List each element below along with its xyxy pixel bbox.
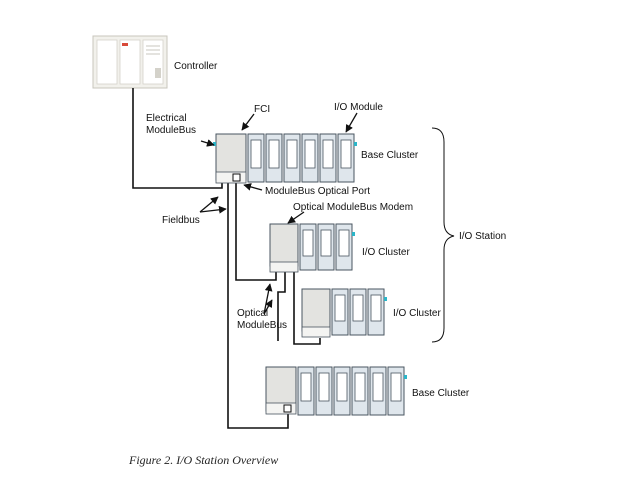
base-cluster-bottom [265, 366, 407, 416]
io-cluster-1 [269, 223, 355, 273]
io-station-label: I/O Station [459, 231, 506, 242]
io-cluster-2-label: I/O Cluster [393, 308, 441, 319]
fieldbus-label: Fieldbus [162, 215, 200, 226]
electrical-modulebus-label-2: ModuleBus [146, 125, 196, 136]
electrical-modulebus-label-1: Electrical [146, 113, 187, 124]
base-cluster-top-label: Base Cluster [361, 150, 419, 161]
io-cluster-2 [301, 288, 387, 338]
optical-link-b [293, 268, 321, 345]
io-station-brace [431, 127, 455, 343]
optical-modulebus-cable-1 [235, 181, 277, 281]
controller-label: Controller [174, 61, 218, 72]
optical-modulebus-label-1: Optical [237, 308, 268, 319]
controller-device [92, 35, 168, 89]
io-cluster-1-label: I/O Cluster [362, 247, 410, 258]
optical-modulebus-label-2: ModuleBus [237, 320, 287, 331]
base-cluster-top [213, 133, 357, 184]
modulebus-optical-port-label: ModuleBus Optical Port [265, 186, 370, 197]
base-cluster-bottom-label: Base Cluster [412, 388, 470, 399]
wiring [132, 88, 321, 429]
fci-label: FCI [254, 104, 270, 115]
io-module-label: I/O Module [334, 102, 383, 113]
pointer-arrows [199, 112, 358, 315]
optical-modulebus-modem [269, 223, 299, 267]
fieldbus-cable-lower [227, 181, 289, 429]
optical-modulebus-modem-2 [301, 288, 331, 332]
optical-modulebus-modem-label: Optical ModuleBus Modem [293, 202, 413, 213]
fieldbus-cable [132, 88, 223, 189]
optical-link-a [277, 268, 286, 341]
figure-caption: Figure 2. I/O Station Overview [128, 453, 278, 467]
